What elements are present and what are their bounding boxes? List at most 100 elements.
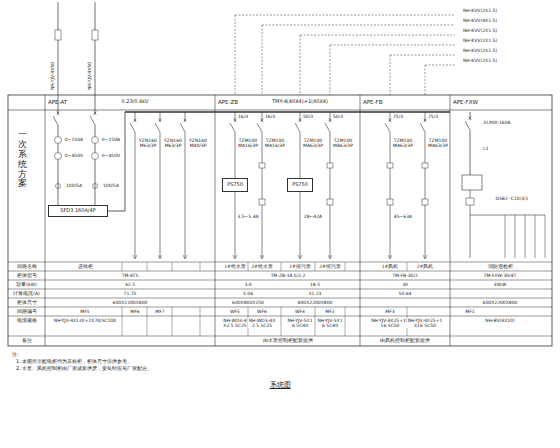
breaker-cross bbox=[234, 119, 237, 122]
feeder-wire bbox=[470, 112, 471, 118]
outgoing-arrow bbox=[133, 255, 137, 259]
feeder-wire bbox=[135, 132, 136, 258]
annotation: 50/3 bbox=[303, 114, 313, 119]
annotation: 0~450V bbox=[102, 153, 120, 158]
breaker-cross bbox=[389, 119, 392, 122]
section-line bbox=[45, 95, 46, 346]
table-cell: 50.64 bbox=[399, 291, 412, 296]
annotation: NH-YJV-4X50 bbox=[50, 62, 55, 90]
table-cell: 71.75 bbox=[124, 291, 137, 296]
breaker-blade bbox=[90, 116, 95, 125]
table-cell: NH-YJV-4X25+1X16 SC50 bbox=[370, 318, 410, 328]
annotation: GSB2 -C10/3/1 bbox=[492, 196, 532, 201]
table-cell: WF4 bbox=[295, 309, 305, 314]
drawing-caption: 系统图 bbox=[270, 381, 291, 389]
breaker-cross bbox=[184, 119, 187, 122]
thermal-relay bbox=[387, 199, 393, 205]
outgoing-arrow bbox=[158, 255, 162, 259]
breaker-cross bbox=[134, 119, 137, 122]
feeder-wire bbox=[470, 130, 471, 175]
device-name: PS750 bbox=[292, 182, 308, 188]
breaker-cross bbox=[57, 112, 60, 115]
ats-output bbox=[125, 112, 126, 211]
table-cell: WF6 bbox=[257, 309, 267, 314]
feeder-wire bbox=[160, 112, 161, 120]
annotation: 16/3 bbox=[238, 114, 248, 119]
table-line bbox=[315, 262, 316, 271]
outgoing-arrow bbox=[328, 255, 332, 259]
table-line bbox=[122, 307, 123, 336]
busbar bbox=[125, 111, 450, 113]
annotation: 45~63A bbox=[394, 214, 412, 219]
table-line bbox=[200, 262, 201, 271]
feeder-wire bbox=[330, 132, 331, 258]
soft-starter-box: PS750 bbox=[222, 178, 248, 192]
annotation: NH-KVV(2X1.5) bbox=[463, 8, 497, 13]
vertical-title: 一次系统方案 bbox=[18, 130, 27, 189]
annotation: 0~150A bbox=[102, 137, 120, 142]
panel-name: APE-FB bbox=[363, 99, 382, 105]
contactor bbox=[422, 163, 428, 168]
thermal-relay bbox=[327, 199, 333, 205]
table-cell: 回路编号 bbox=[10, 309, 44, 314]
feeder-wire bbox=[235, 192, 236, 258]
feeder-wire bbox=[235, 112, 236, 120]
annotation: 0.23/0.4kV bbox=[121, 99, 148, 105]
control-cable bbox=[330, 45, 455, 46]
table-line bbox=[281, 262, 282, 271]
table-cell: 柜体型号 bbox=[10, 273, 44, 278]
feeder-wire bbox=[300, 112, 301, 120]
outgoing-arrow bbox=[298, 255, 302, 259]
annotation: NH-KVV(4X1.5) bbox=[463, 18, 497, 23]
table-cell: 2#排污泵 bbox=[319, 264, 341, 269]
annotation: 75/3 bbox=[393, 114, 403, 119]
panel-header-cell: APE-FB bbox=[360, 95, 450, 110]
device-name: PS750 bbox=[227, 182, 243, 188]
table-cell: NH-WD3-4X2.5 SC25 bbox=[223, 318, 247, 328]
breaker-cross bbox=[94, 112, 97, 115]
control-cable bbox=[262, 25, 263, 95]
panel-name: APE-ZB bbox=[218, 99, 238, 105]
breaker-blade bbox=[325, 123, 330, 132]
contactor bbox=[327, 163, 333, 168]
table-cell: TM-AT5 bbox=[122, 273, 139, 278]
breaker-blade bbox=[155, 123, 160, 132]
table-cell: 1#排污泵 bbox=[289, 264, 311, 269]
table-line bbox=[8, 336, 552, 337]
annotation: NH-KVV(2X1.5) bbox=[463, 48, 497, 53]
table-line bbox=[147, 307, 148, 336]
feeder-wire bbox=[262, 132, 263, 258]
annotation: 0~150A bbox=[65, 137, 83, 142]
breaker-cross bbox=[134, 119, 137, 122]
current-transformer bbox=[93, 184, 98, 189]
annotation: 75/3 bbox=[428, 114, 438, 119]
table-cell: 600X2200X800 bbox=[113, 300, 148, 305]
table-cell: MF2 bbox=[325, 309, 334, 314]
feeder-wire bbox=[330, 112, 331, 120]
table-cell: NH-WD3-4X2.5 SC25 bbox=[248, 318, 276, 328]
device-name: SFD3 160A/4P bbox=[60, 208, 96, 214]
breaker-cross bbox=[234, 119, 237, 122]
breaker-cross bbox=[299, 119, 302, 122]
annotation: 100/5A bbox=[66, 183, 82, 188]
feeder-wire bbox=[505, 215, 506, 258]
table-cell: 42.5 bbox=[125, 282, 135, 287]
table-cell: 消防巡检柜 bbox=[488, 264, 513, 269]
annotation: YZN160 M63/3P bbox=[138, 138, 158, 148]
feeder-wire bbox=[470, 215, 471, 258]
table-cell: 容量(kW) bbox=[10, 282, 44, 287]
annotation: TMY-4(40X4)+1(40X4) bbox=[272, 99, 328, 105]
breaker-cross bbox=[424, 119, 427, 122]
control-cable bbox=[330, 45, 331, 95]
control-cable bbox=[235, 15, 236, 95]
contactor bbox=[387, 163, 393, 168]
breaker-blade bbox=[53, 116, 58, 125]
table-line bbox=[248, 262, 249, 271]
table-cell: 1#风机 bbox=[382, 264, 399, 269]
inspection-unit bbox=[462, 175, 482, 190]
table-cell: NH-YJV-5X16 SC40 bbox=[316, 318, 344, 328]
feeder-wire bbox=[185, 112, 186, 120]
annotation: 28~42A bbox=[304, 214, 322, 219]
breaker-cross bbox=[424, 119, 427, 122]
